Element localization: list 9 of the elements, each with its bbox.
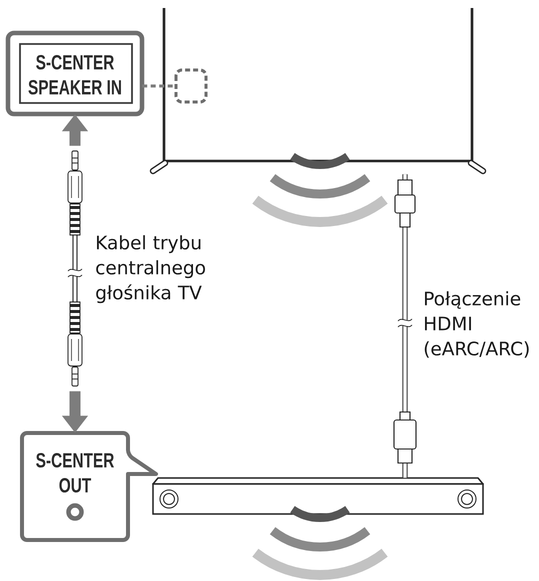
- port-outline: [174, 68, 208, 104]
- label-box: S-CENTER SPEAKER IN: [6, 30, 144, 116]
- soundbar: [152, 477, 484, 515]
- label: Kabel trybu centralnego głośnika TV: [96, 235, 205, 304]
- callout-box: S-CENTER OUT: [20, 431, 158, 542]
- cable: [402, 174, 408, 478]
- edge-label: Połączenie HDMI (eARC/ARC): [423, 291, 539, 358]
- television: [150, 8, 486, 174]
- audio-cable: [68, 150, 82, 386]
